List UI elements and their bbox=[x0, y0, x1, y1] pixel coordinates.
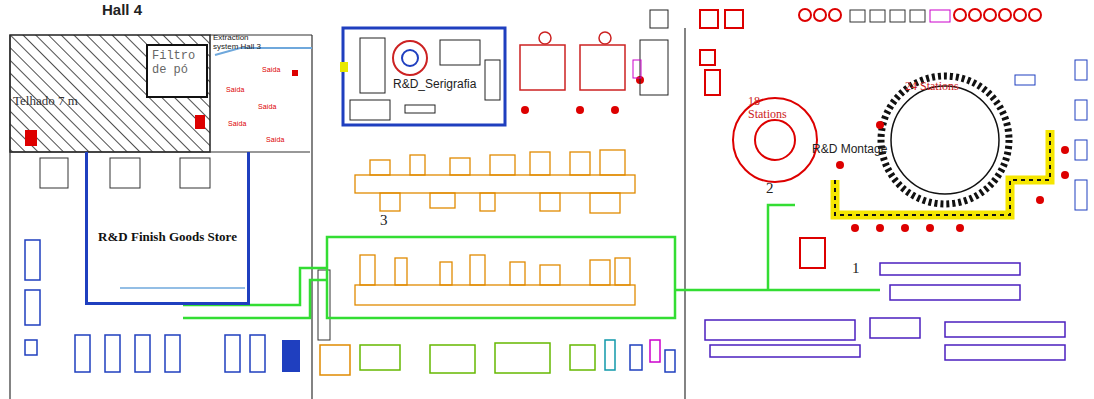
exit-label: Saída bbox=[228, 120, 246, 128]
exit-label: Saída bbox=[226, 86, 244, 94]
exit-label: Saída bbox=[258, 103, 276, 111]
area-name: R&D Montage bbox=[812, 143, 887, 156]
area-name: R&D_Serigrafia bbox=[393, 78, 476, 91]
callout-number: 1 bbox=[852, 260, 860, 277]
station-count: 24 Stations bbox=[905, 80, 959, 93]
callout-number: 3 bbox=[380, 212, 388, 229]
filter-box: Filtro de pó bbox=[146, 44, 208, 98]
node-text: R&D Finish Goods Store bbox=[88, 230, 247, 245]
hall-title: Hall 4 bbox=[102, 2, 142, 19]
node-text: Filtro de pó bbox=[152, 50, 202, 78]
station-count: 18 Stations bbox=[748, 95, 798, 121]
exit-label: Saída bbox=[266, 136, 284, 144]
roof-note: Telhado 7 m bbox=[13, 94, 78, 108]
store-area: R&D Finish Goods Store bbox=[85, 152, 250, 305]
callout-number: 2 bbox=[766, 180, 774, 197]
exit-label: Saída bbox=[262, 66, 280, 74]
extraction-note: Extraction system Hall 3 bbox=[213, 34, 271, 52]
